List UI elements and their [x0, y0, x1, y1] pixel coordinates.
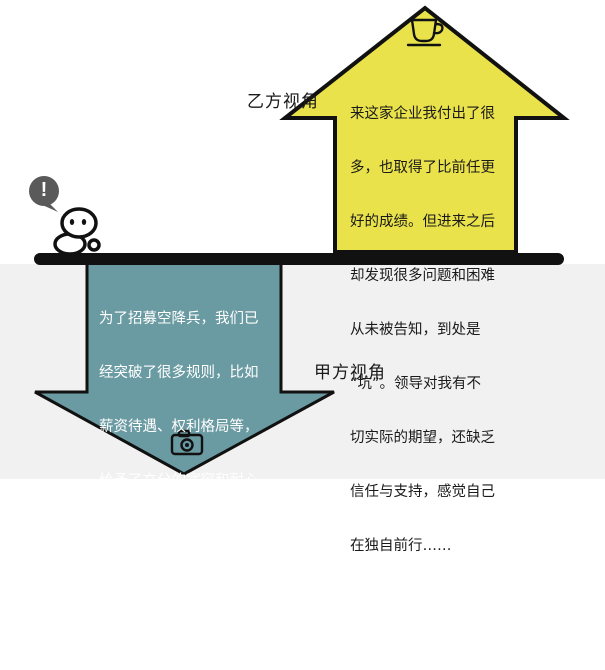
camera-icon [170, 429, 204, 456]
person-figure [53, 207, 101, 256]
text-line: 但空降兵往往光说不练、 [99, 527, 259, 543]
text-line: 切实际的期望，还缺乏 [350, 430, 495, 446]
top-party-label: 乙方视角 [247, 92, 319, 112]
text-line: 从未被告知，到处是 [350, 322, 481, 338]
text-line: 信任与支持，感觉自己 [350, 484, 495, 500]
text-line: 薪资待遇、权利格局等， [99, 419, 259, 435]
bottom-party-label: 甲方视角 [314, 363, 386, 383]
text-line: 好的成绩。但进来之后 [350, 214, 495, 230]
bottom-party-text: 为了招募空降兵，我们已 经突破了很多规则，比如 薪资待遇、权利格局等， 给予了充… [99, 274, 273, 670]
text-line: “坑”。领导对我有不 [350, 376, 482, 392]
up-arrow [279, 5, 570, 254]
text-line: 为了招募空降兵，我们已 [99, 311, 259, 327]
text-line: 效果难以立竿见影，和预 [99, 581, 259, 597]
text-line: 却发现很多问题和困难 [350, 268, 495, 284]
text-line: 给予了充分的宽容和耐心。 [99, 473, 273, 489]
text-line: 多，也取得了比前任更 [350, 160, 495, 176]
text-line: 来这家企业我付出了很 [350, 106, 495, 122]
top-party-text: 来这家企业我付出了很 多，也取得了比前任更 好的成绩。但进来之后 却发现很多问题… [350, 69, 495, 573]
diagram-art [29, 5, 570, 476]
exclamation-bubble [29, 176, 59, 212]
text-line: 在独自前行…… [350, 538, 452, 554]
coffee-cup-icon [406, 18, 444, 47]
down-arrow [34, 260, 335, 476]
text-line: 期想法相差甚远…… [99, 635, 230, 651]
exclamation-mark: ! [40, 179, 48, 201]
text-line: 经突破了很多规则，比如 [99, 365, 259, 381]
